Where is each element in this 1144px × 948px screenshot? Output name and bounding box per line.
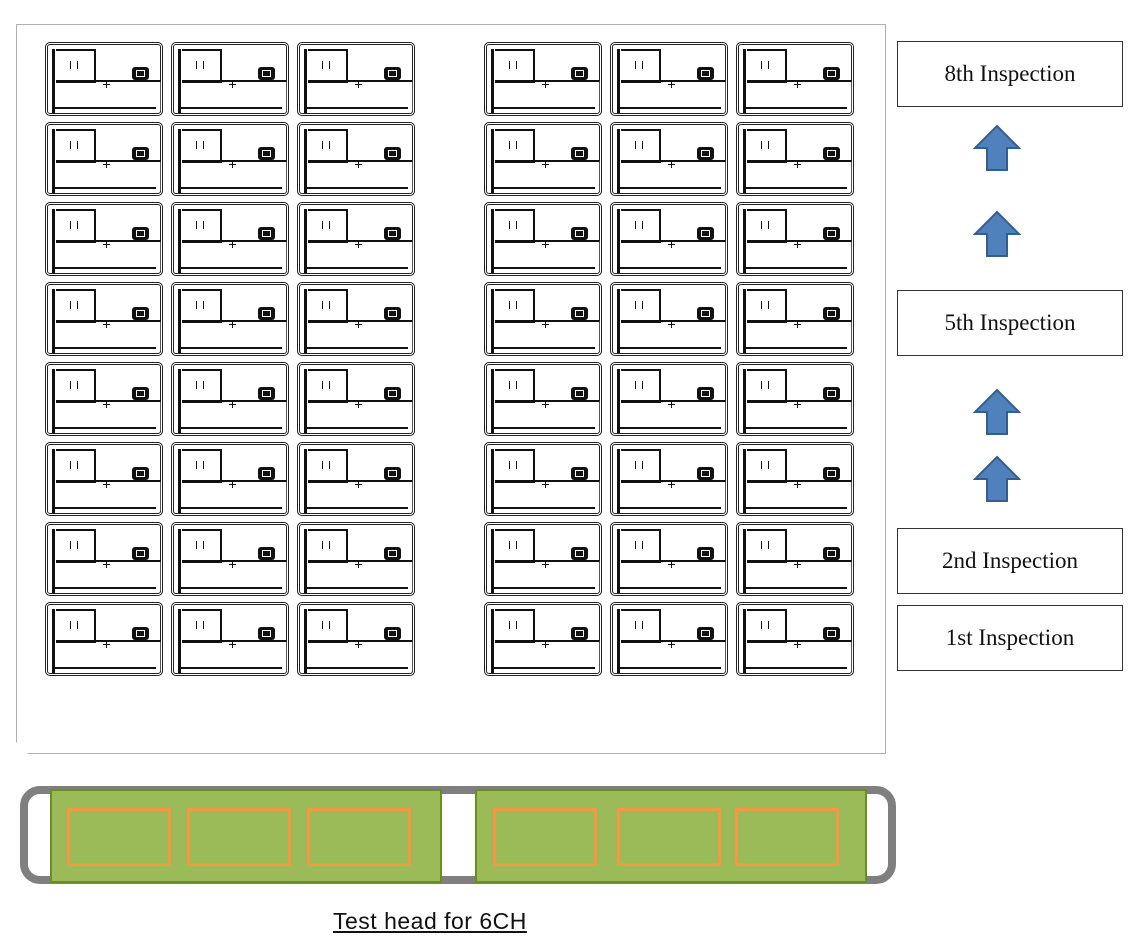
ic-socket-icon — [484, 442, 602, 516]
ic-socket-icon — [484, 522, 602, 596]
label-8th-inspection: 8th Inspection — [897, 41, 1123, 107]
ic-socket-icon — [610, 602, 728, 676]
ic-socket-icon — [171, 282, 289, 356]
label-2nd-inspection: 2nd Inspection — [897, 528, 1123, 594]
ic-socket-icon — [45, 282, 163, 356]
ic-socket-icon — [45, 602, 163, 676]
label-5th-inspection: 5th Inspection — [897, 290, 1123, 356]
test-head-block-right — [475, 789, 867, 883]
ic-socket-icon — [736, 442, 854, 516]
ic-socket-icon — [45, 202, 163, 276]
ic-socket-icon — [171, 362, 289, 436]
ic-socket-icon — [484, 282, 602, 356]
ic-socket-icon — [736, 42, 854, 116]
ic-socket-icon — [736, 282, 854, 356]
ic-socket-icon — [297, 202, 415, 276]
ic-socket-icon — [736, 522, 854, 596]
ic-socket-icon — [610, 282, 728, 356]
ic-socket-icon — [45, 442, 163, 516]
socket-grid-left — [45, 42, 415, 676]
up-arrow-icon — [973, 210, 1021, 257]
test-site-ch5 — [617, 808, 721, 866]
test-head-caption: Test head for 6CH — [333, 908, 527, 934]
ic-socket-icon — [171, 522, 289, 596]
up-arrow-icon — [973, 124, 1021, 171]
ic-socket-icon — [736, 362, 854, 436]
test-site-ch4 — [493, 808, 597, 866]
ic-socket-icon — [610, 362, 728, 436]
ic-socket-icon — [484, 362, 602, 436]
up-arrow-icon — [973, 388, 1021, 435]
test-site-ch1 — [67, 808, 171, 866]
ic-socket-icon — [610, 442, 728, 516]
ic-socket-icon — [297, 522, 415, 596]
socket-grid-right — [484, 42, 854, 676]
test-head-block-left — [50, 789, 442, 883]
ic-socket-icon — [736, 202, 854, 276]
ic-socket-icon — [610, 122, 728, 196]
ic-socket-icon — [610, 522, 728, 596]
ic-socket-icon — [736, 122, 854, 196]
ic-socket-icon — [297, 362, 415, 436]
ic-socket-icon — [171, 202, 289, 276]
ic-socket-icon — [297, 602, 415, 676]
ic-socket-icon — [484, 122, 602, 196]
ic-socket-icon — [484, 602, 602, 676]
test-site-ch3 — [307, 808, 411, 866]
up-arrow-icon — [973, 455, 1021, 502]
ic-socket-icon — [484, 202, 602, 276]
ic-socket-icon — [45, 362, 163, 436]
ic-socket-icon — [171, 442, 289, 516]
ic-socket-icon — [610, 42, 728, 116]
ic-socket-icon — [297, 42, 415, 116]
ic-socket-icon — [45, 122, 163, 196]
ic-socket-icon — [297, 282, 415, 356]
test-site-ch6 — [735, 808, 839, 866]
ic-socket-icon — [45, 522, 163, 596]
ic-socket-icon — [484, 42, 602, 116]
ic-socket-icon — [171, 602, 289, 676]
ic-socket-icon — [610, 202, 728, 276]
label-1st-inspection: 1st Inspection — [897, 605, 1123, 671]
ic-socket-icon — [171, 122, 289, 196]
test-site-ch2 — [187, 808, 291, 866]
ic-socket-icon — [736, 602, 854, 676]
ic-socket-icon — [171, 42, 289, 116]
ic-socket-icon — [297, 442, 415, 516]
ic-socket-icon — [297, 122, 415, 196]
ic-socket-icon — [45, 42, 163, 116]
